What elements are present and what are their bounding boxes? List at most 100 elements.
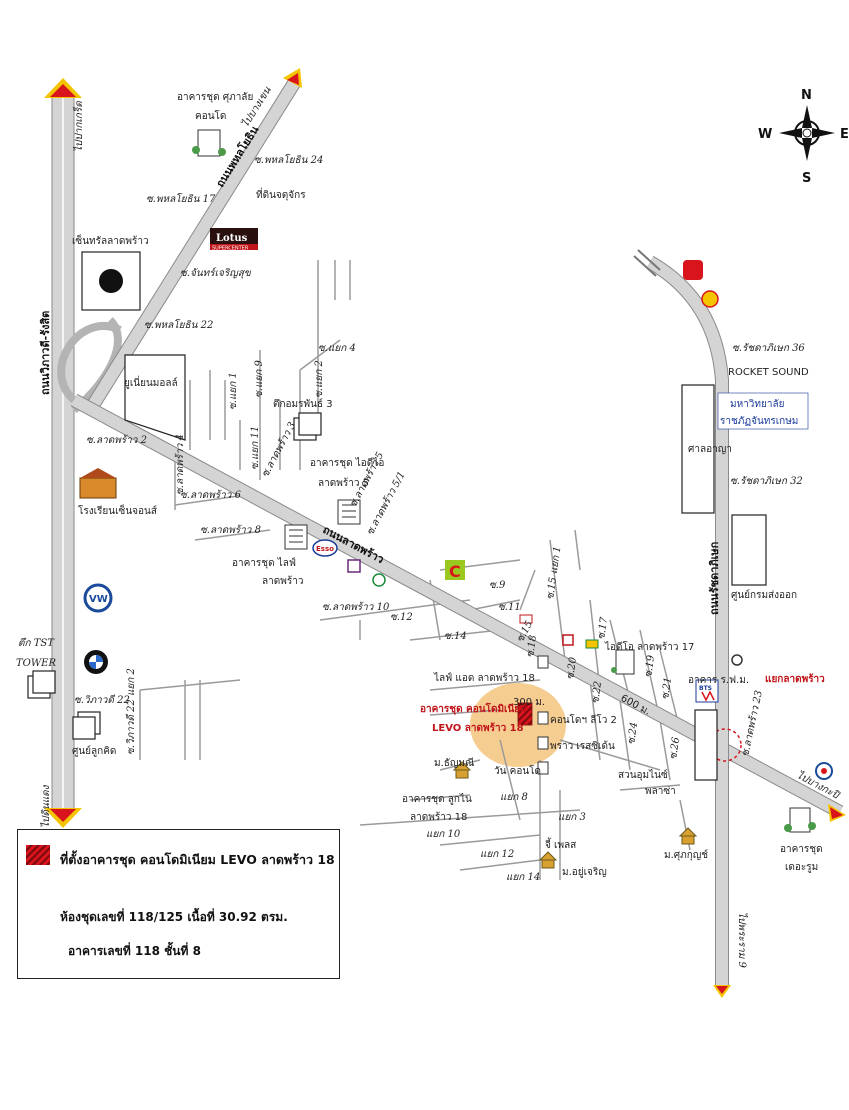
soi-label: ซ.พหลโยธิน 17 <box>146 193 216 205</box>
soi-label: ซ.ลาดพร้าว 6 <box>180 489 242 501</box>
place-label: ลาดพร้าว <box>262 575 303 587</box>
place-label: ศูนย์กรมส่งออก <box>731 589 797 601</box>
place-label: TOWER <box>16 658 56 669</box>
seven-icon <box>585 639 599 649</box>
lotus-logo: Lotus SUPERCENTER <box>210 228 258 252</box>
place-label: อาคารชุด ไอดีไอ <box>310 457 384 469</box>
site-marker-icon <box>517 702 533 726</box>
soi-label: ซ.9 <box>489 580 506 591</box>
soi-label: ซ.ลาดพร้าว 3 <box>259 420 298 479</box>
soi-label: ซ.11 <box>498 602 521 613</box>
soi-label: ซ.26 <box>668 736 682 761</box>
soi-label: ซ.12 <box>390 612 413 623</box>
place-label: ไลฟ์ แอด ลาดพร้าว 18 <box>433 672 535 684</box>
arrow-down-icon <box>716 986 728 994</box>
place-label: ไอดีโอ ลาดพร้าว 17 <box>604 640 694 653</box>
svg-text:SUPERCENTER: SUPERCENTER <box>212 246 249 252</box>
place-label: ตึก TST <box>18 637 55 649</box>
place-label: อาคาร ร.ฟ.ม. <box>688 675 749 686</box>
bangkok-bank-icon <box>731 654 743 666</box>
soi-label: ซ.ลาดพร้าว 2 <box>86 434 147 446</box>
place-label: อาคารชุด ลูกไน <box>402 793 472 805</box>
soi-label: ซ.แยก 9 <box>254 359 265 398</box>
vw-mark: VW <box>89 594 108 605</box>
central-ladprao-icon <box>99 269 123 293</box>
place-label: จี้ เพลส <box>545 837 576 851</box>
minor-roads <box>139 260 691 880</box>
place-label: วัน คอนโด <box>494 764 541 777</box>
compass-s: S <box>802 171 811 186</box>
place-label: สวนอุมไนซ์ <box>618 769 668 781</box>
place-label: ROCKET SOUND <box>728 367 809 378</box>
soi-label: ซ.แยก 4 <box>318 343 356 354</box>
direction-dindaeng: ไปดินแดง <box>40 784 52 828</box>
road-vibhavadi-label: ถนนวิภาวดี-รังสิต <box>39 311 52 395</box>
volkswagen-logo-icon <box>83 583 113 613</box>
ratchada-road <box>633 249 729 985</box>
soi-label: ซ.วิภาวดี 22 แยก 2 <box>125 668 137 755</box>
shell-logo-icon <box>701 290 719 308</box>
svg-text:Lotus: Lotus <box>216 233 248 244</box>
place-label: ยูเนี่ยนมอลล์ <box>124 375 178 389</box>
place-label: ตึกอมรพันธ์ 3 <box>273 398 333 410</box>
soi-label: แยก 12 <box>480 849 514 860</box>
distance-label: 300 ม. <box>513 697 545 708</box>
direction-rama9: ไปพระราม 9 <box>736 912 748 968</box>
soi-label: ซ.14 <box>444 631 467 642</box>
legend-line-2: ห้องชุดเลขที่ 118/125 เนื้อที่ 30.92 ตรม… <box>60 910 288 924</box>
ptt-flame <box>821 768 827 774</box>
condo-building-icon <box>197 129 811 833</box>
place-label: ม.อยู่เจริญ <box>562 867 607 878</box>
legend-line-3: อาคารเลขที่ 118 ชั้นที่ 8 <box>68 944 201 958</box>
soi-label: ซ.22 <box>590 680 604 704</box>
legend-site-swatch-icon <box>26 845 50 865</box>
soi-label: ซ.17 <box>596 616 610 641</box>
phahonyothin-road <box>84 76 302 414</box>
soi-label: ซ.รัชดาภิเษก 32 <box>730 475 803 487</box>
place-label: ม.ศุภกุญช์ <box>664 849 708 861</box>
bank-icon <box>347 559 361 573</box>
soi-label: ซ.15 แยก 1 <box>545 546 563 601</box>
legend-box: ที่ตั้งอาคารชุด คอนโดมิเนียม LEVO ลาดพร้… <box>17 829 340 979</box>
soi-label: ซ.18 <box>525 634 539 658</box>
soi-label: ซ.ลาดพร้าว 4 <box>174 434 186 495</box>
place-label: อาคารชุด ไลฟ์ <box>232 557 296 569</box>
soi-label: แยก 14 <box>506 872 540 883</box>
svg-text:Esso: Esso <box>316 545 334 553</box>
bigc-c-icon: C <box>449 562 461 581</box>
tree-icons <box>192 146 816 832</box>
legend-line-1: ที่ตั้งอาคารชุด คอนโดมิเนียม LEVO ลาดพร้… <box>60 852 335 867</box>
soi-label: ซ.แยก 1 <box>228 372 239 410</box>
esso-logo-icon: Esso <box>312 539 338 557</box>
compass-icon <box>779 105 835 161</box>
svg-text:BTS: BTS <box>699 685 712 692</box>
compass-n: N <box>801 88 812 103</box>
place-label: มหาวิทยาลัย <box>730 399 784 410</box>
soi-label: ซ.20 <box>565 656 579 681</box>
school-icon <box>79 468 117 499</box>
soi-label: แยก 8 <box>500 792 528 803</box>
mrt-logo-icon: BTS <box>695 679 719 703</box>
place-label: คอนโดฯ ลีโว 2 <box>550 713 617 726</box>
place-label: เซ็นทรัลลาดพร้าว <box>72 233 149 247</box>
place-label: ลาดพร้าว 18 <box>410 811 467 823</box>
place-label: โรงเรียนเซ็นจอนส์ <box>78 503 157 517</box>
bmw-quadrant <box>89 662 96 669</box>
soi-label: ซ.รัชดาภิเษก 36 <box>732 342 805 354</box>
soi-label: ซ.วิภาวดี 22 <box>74 694 130 706</box>
place-label: พราว เรสซิเด้น <box>550 740 615 752</box>
chandrakasem-box <box>717 392 809 430</box>
house-icon <box>452 761 698 869</box>
soi-label: ซ.ลาดพร้าว 23 <box>739 689 765 757</box>
site-label: LEVO ลาดพร้าว 18 <box>432 722 524 734</box>
arrow-down-icon <box>50 809 76 822</box>
building-windows <box>289 504 356 543</box>
place-label: ม.ธัญมณี <box>434 757 474 769</box>
compass-w: W <box>758 127 772 142</box>
arrow-up-icon <box>50 84 76 97</box>
arrow-right-icon <box>830 807 843 819</box>
soi-label: ซ.แยก 2 <box>314 360 325 398</box>
place-label: พลาซ่า <box>645 786 676 797</box>
place-label: คอนโด <box>195 109 226 122</box>
